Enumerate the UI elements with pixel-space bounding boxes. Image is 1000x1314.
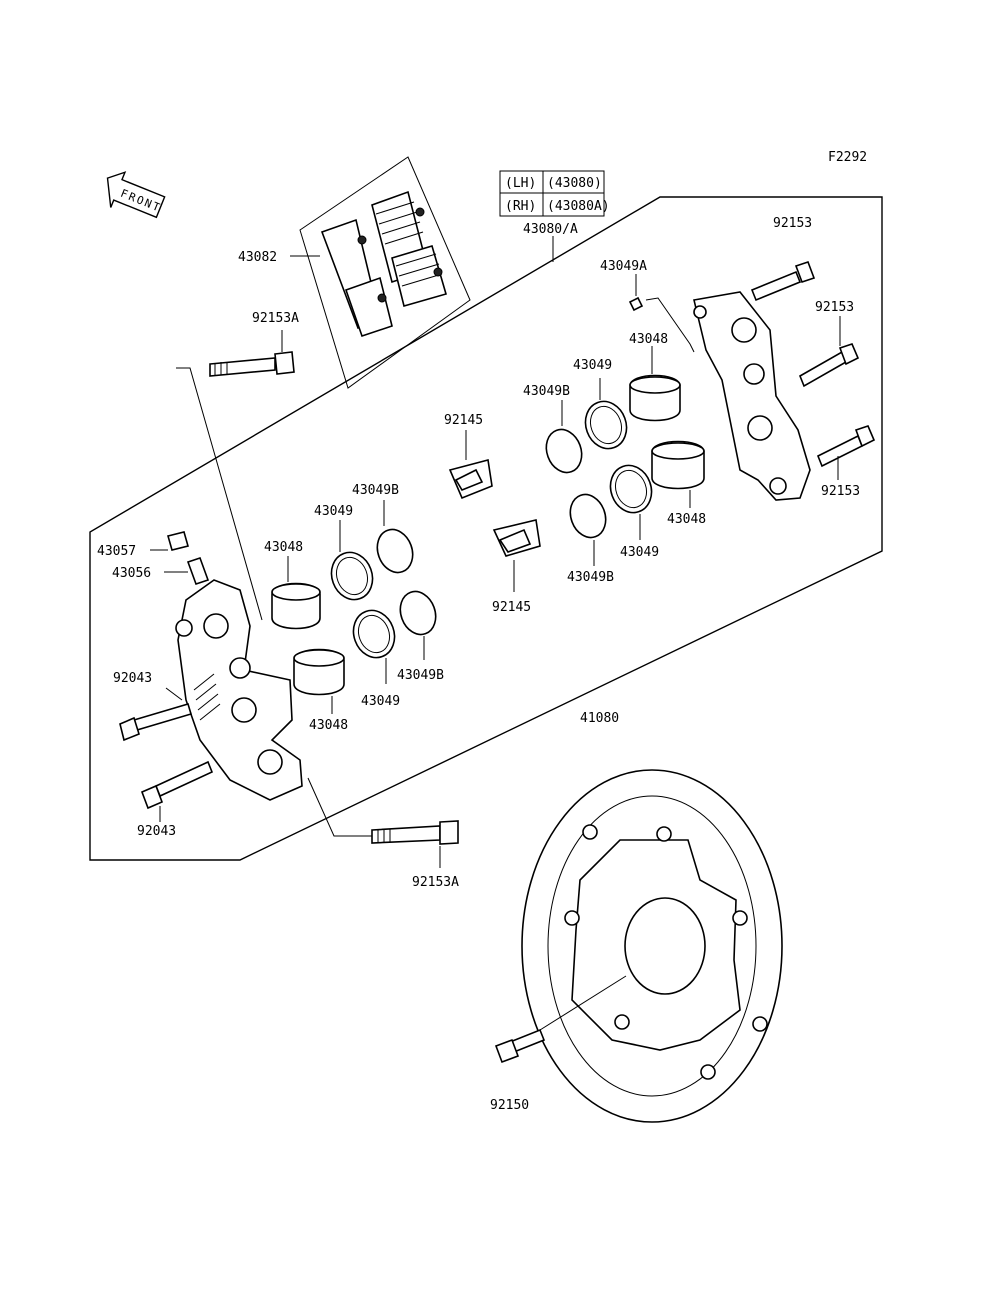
label-41080: 41080 [580, 711, 619, 726]
label-92153A-top: 92153A [252, 311, 299, 326]
label-92043-1: 92043 [113, 671, 152, 686]
label-43048-right-1: 43048 [629, 332, 668, 347]
label-92153A-bottom: 92153A [412, 875, 459, 890]
label-43049-right-2: 43049 [620, 545, 659, 560]
seal-left-43049-lower [352, 609, 396, 659]
pad-spring-upper [448, 459, 493, 500]
seal-right-43049B-upper [545, 428, 583, 474]
label-43048-right-2: 43048 [667, 512, 706, 527]
label-43049B-right-2: 43049B [567, 570, 614, 585]
variant-rh-side: (RH) [505, 199, 536, 214]
bleeder-valve-43056 [186, 556, 210, 586]
brake-pad-set [299, 156, 471, 389]
variant-rh-part: (43080A) [547, 199, 610, 214]
caliper-mount-bolt-upper [119, 703, 192, 742]
caliper-right-half [693, 291, 811, 501]
seal-left-43049B-upper [376, 528, 414, 574]
label-92153-3: 92153 [821, 484, 860, 499]
label-92153-2: 92153 [815, 300, 854, 315]
label-43048-left-2: 43048 [309, 718, 348, 733]
label-43048-left-1: 43048 [264, 540, 303, 555]
pin-bolt-top [209, 351, 295, 377]
caliper-assembly-boundary [89, 196, 883, 861]
label-92043-2: 92043 [137, 824, 176, 839]
label-43049B-left-2: 43049B [397, 668, 444, 683]
label-43057: 43057 [97, 544, 136, 559]
piston-left-upper [271, 582, 321, 630]
variant-lh-side: (LH) [505, 176, 536, 191]
bleeder-cap-43057 [167, 531, 189, 551]
piston-left-lower [293, 648, 345, 696]
bolt-92153-2 [798, 343, 860, 388]
seal-left-43049B-lower [399, 590, 437, 636]
pin-bolt-bottom [371, 820, 459, 845]
brake-disc [521, 769, 783, 1123]
caliper-left-half [175, 579, 303, 801]
piston-right-upper [629, 374, 681, 422]
label-92145-2: 92145 [492, 600, 531, 615]
label-92145-1: 92145 [444, 413, 483, 428]
label-43049A: 43049A [600, 259, 647, 274]
figure-code: F2292 [828, 150, 867, 165]
label-43049-left-1: 43049 [314, 504, 353, 519]
variant-lh-part: (43080) [547, 176, 602, 191]
caliper-mount-bolt-lower [140, 760, 214, 810]
seal-right-43049-upper [584, 400, 628, 450]
bolt-92153-1 [750, 260, 816, 302]
label-43049-right-1: 43049 [573, 358, 612, 373]
seal-right-43049B-lower [569, 493, 607, 539]
variant-table: (LH) (43080) (RH) (43080A) [499, 170, 610, 217]
seal-right-43049-lower [609, 464, 653, 514]
label-43049-left-2: 43049 [361, 694, 400, 709]
disc-bolt-92150 [494, 1028, 546, 1064]
label-92153-1: 92153 [773, 216, 812, 231]
label-43080A: 43080/A [523, 222, 578, 237]
front-arrow-icon: FRONT [106, 171, 166, 219]
pad-spring-lower [492, 519, 541, 557]
piston-right-lower [651, 440, 705, 490]
label-43049B-left-1: 43049B [352, 483, 399, 498]
bleeder-cap-43049A [628, 296, 644, 312]
bolt-92153-3 [816, 425, 876, 468]
label-43082: 43082 [238, 250, 277, 265]
label-43056: 43056 [112, 566, 151, 581]
label-92150: 92150 [490, 1098, 529, 1113]
label-43049B-right-1: 43049B [523, 384, 570, 399]
seal-left-43049-upper [330, 551, 374, 601]
